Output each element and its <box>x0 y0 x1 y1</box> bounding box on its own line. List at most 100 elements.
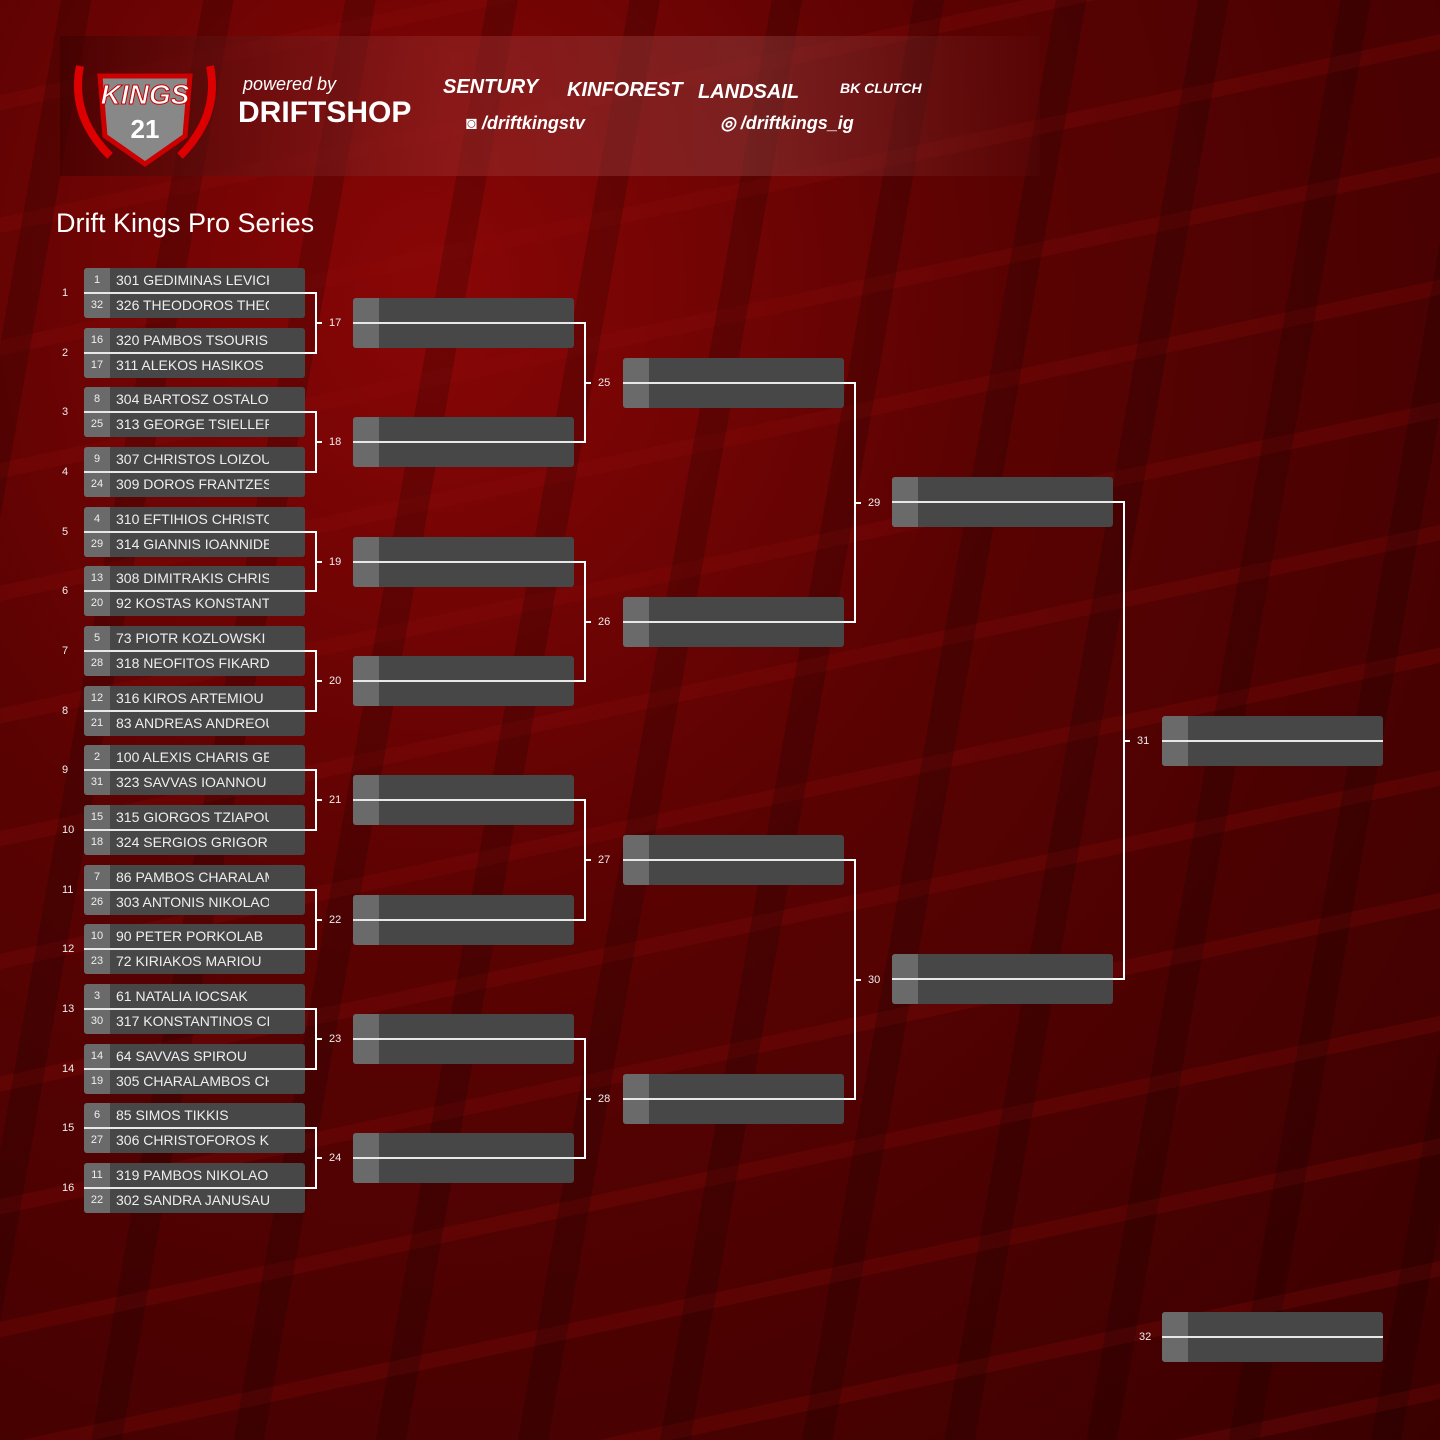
competitor-slot[interactable] <box>353 1133 574 1158</box>
competitor-slot[interactable] <box>892 477 1113 502</box>
competitor-slot[interactable]: 786 PAMBOS CHARALAMBOUS <box>84 865 305 890</box>
competitor-slot[interactable] <box>353 417 574 442</box>
competitor-slot[interactable] <box>353 298 574 323</box>
competitor-slot[interactable] <box>1162 716 1383 741</box>
competitor-slot[interactable] <box>892 954 1113 979</box>
match-box-22[interactable] <box>353 895 574 945</box>
competitor-slot[interactable] <box>353 537 574 562</box>
match-box-23[interactable] <box>353 1014 574 1064</box>
match-box-11[interactable]: 786 PAMBOS CHARALAMBOUS26303 ANTONIS NIK… <box>84 865 305 915</box>
match-box-28[interactable] <box>623 1074 844 1124</box>
competitor-slot[interactable] <box>353 895 574 920</box>
competitor-slot[interactable] <box>353 1039 574 1064</box>
match-box-29[interactable] <box>892 477 1113 527</box>
competitor-slot[interactable] <box>623 835 844 860</box>
match-box-31[interactable] <box>1162 716 1383 766</box>
competitor-slot[interactable] <box>623 622 844 647</box>
competitor-slot[interactable] <box>353 800 574 825</box>
match-box-32[interactable] <box>1162 1312 1383 1362</box>
competitor-slot[interactable] <box>623 383 844 408</box>
competitor-slot[interactable] <box>1162 1337 1383 1362</box>
competitor-slot[interactable] <box>892 979 1113 1004</box>
match-box-27[interactable] <box>623 835 844 885</box>
youtube-link[interactable]: ◙ /driftkingstv <box>466 113 585 133</box>
match-box-20[interactable] <box>353 656 574 706</box>
match-box-30[interactable] <box>892 954 1113 1004</box>
competitor-slot[interactable] <box>353 1014 574 1039</box>
competitor-slot[interactable] <box>353 681 574 706</box>
competitor-slot[interactable] <box>623 860 844 885</box>
match-box-25[interactable] <box>623 358 844 408</box>
competitor-slot[interactable] <box>623 1074 844 1099</box>
competitor-slot[interactable] <box>623 1099 844 1124</box>
match-box-26[interactable] <box>623 597 844 647</box>
match-box-21[interactable] <box>353 775 574 825</box>
competitor-slot[interactable] <box>353 323 574 348</box>
match-box-17[interactable] <box>353 298 574 348</box>
competitor-slot[interactable] <box>353 920 574 945</box>
match-box-19[interactable] <box>353 537 574 587</box>
competitor-slot[interactable] <box>1162 1312 1383 1337</box>
match-box-24[interactable] <box>353 1133 574 1183</box>
match-number-label: 4 <box>62 466 69 478</box>
competitor-slot[interactable] <box>623 358 844 383</box>
competitor-slot[interactable] <box>353 442 574 467</box>
competitor-slot[interactable] <box>353 775 574 800</box>
competitor-slot[interactable] <box>623 597 844 622</box>
competitor-slot[interactable] <box>353 656 574 681</box>
match-box-18[interactable] <box>353 417 574 467</box>
competitor-slot[interactable] <box>353 562 574 587</box>
instagram-link[interactable]: ◎ /driftkings_ig <box>720 113 854 133</box>
bracket-line <box>574 1038 585 1040</box>
competitor-slot[interactable] <box>353 1158 574 1183</box>
competitor-slot[interactable] <box>1162 741 1383 766</box>
competitor-slot[interactable] <box>892 502 1113 527</box>
